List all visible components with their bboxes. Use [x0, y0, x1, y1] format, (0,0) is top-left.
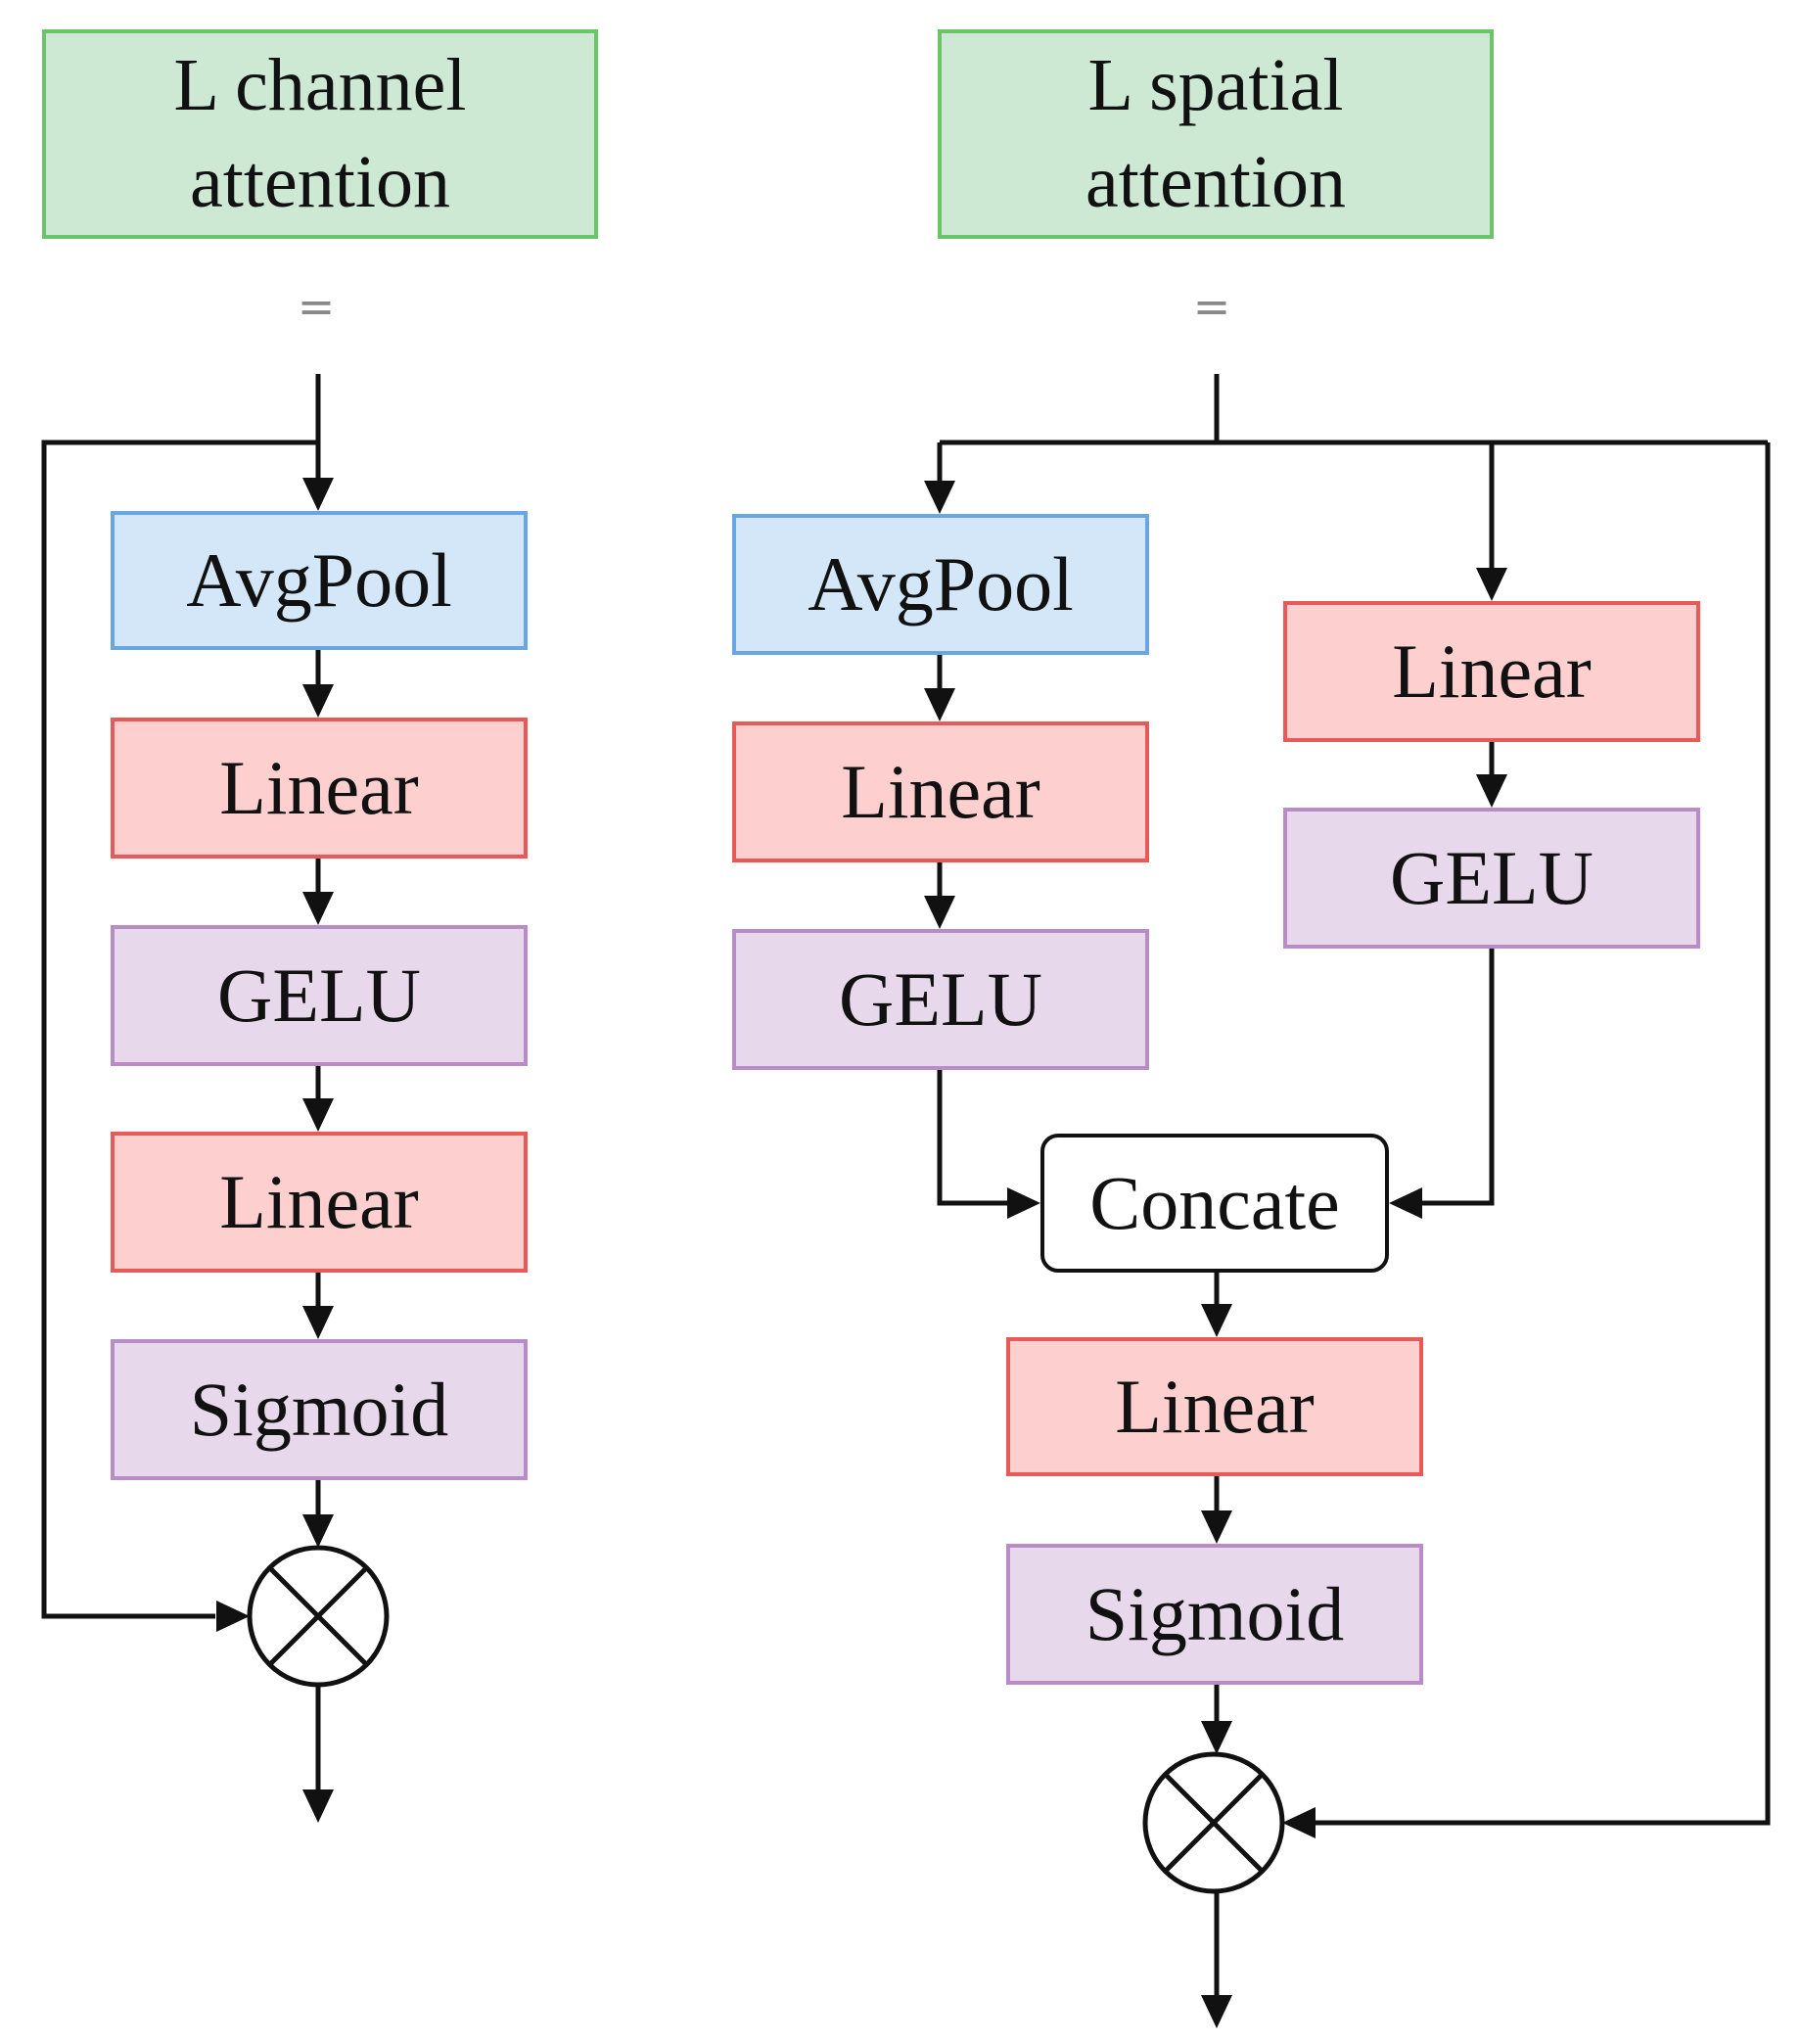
channel-output-arrowhead: [302, 1789, 334, 1823]
channel-equals-sign: =: [297, 280, 336, 333]
channel-input-arrowhead: [302, 478, 334, 511]
spatial-skip-arrowhead: [1282, 1807, 1316, 1838]
spatial-arrowhead-gelu-right-concat: [1389, 1187, 1422, 1219]
spatial-arrowhead-to-avgpool: [924, 481, 955, 514]
spatial-multiply-node: [1142, 1751, 1285, 1894]
spatial-arrowhead-linearr-gelur: [1476, 774, 1507, 808]
channel-attention-title: L channel attention: [42, 29, 598, 239]
channel-arrowhead-linear-gelu: [302, 892, 334, 925]
spatial-avgpool-block: AvgPool: [732, 514, 1149, 655]
channel-multiply-node: [247, 1545, 390, 1688]
spatial-linear-block-out: Linear: [1006, 1337, 1423, 1476]
spatial-wire-gelu-left-concat: [937, 1070, 1007, 1206]
spatial-arrowhead-concat-linear: [1201, 1304, 1232, 1337]
spatial-arrowhead-to-linear-right: [1476, 568, 1507, 601]
channel-arrowhead-gelu-linear: [302, 1098, 334, 1132]
channel-skip-arrowhead: [216, 1601, 250, 1632]
spatial-gelu-block-right: GELU: [1283, 808, 1700, 949]
spatial-sigmoid-block: Sigmoid: [1006, 1544, 1423, 1685]
spatial-wire-gelu-right-concat: [1422, 949, 1495, 1206]
channel-linear-block-2: Linear: [111, 1132, 528, 1273]
spatial-linear-block-left: Linear: [732, 721, 1149, 862]
channel-arrowhead-linear-sigmoid: [302, 1306, 334, 1339]
channel-arrowhead-sigmoid-multiply: [302, 1514, 334, 1548]
spatial-arrowhead-linear-sigmoid: [1201, 1510, 1232, 1544]
channel-sigmoid-block: Sigmoid: [111, 1339, 528, 1480]
spatial-arrowhead-gelu-left-concat: [1007, 1187, 1040, 1219]
spatial-gelu-block-left: GELU: [732, 929, 1149, 1070]
spatial-arrowhead-linear-gelu: [924, 896, 955, 929]
spatial-linear-block-right: Linear: [1283, 601, 1700, 742]
channel-gelu-block: GELU: [111, 925, 528, 1066]
channel-skip-wire: [41, 440, 318, 1619]
spatial-arrowhead-avgpool-linear: [924, 688, 955, 721]
spatial-concat-block: Concate: [1040, 1134, 1389, 1273]
spatial-arrowhead-sigmoid-multiply: [1201, 1721, 1232, 1754]
channel-linear-block-1: Linear: [111, 718, 528, 859]
channel-avgpool-block: AvgPool: [111, 511, 528, 650]
spatial-equals-sign: =: [1192, 280, 1231, 333]
channel-arrowhead-avgpool-linear: [302, 684, 334, 718]
spatial-attention-title: L spatial attention: [938, 29, 1494, 239]
spatial-output-arrowhead: [1201, 1995, 1232, 2028]
spatial-skip-wire: [1315, 442, 1771, 1826]
